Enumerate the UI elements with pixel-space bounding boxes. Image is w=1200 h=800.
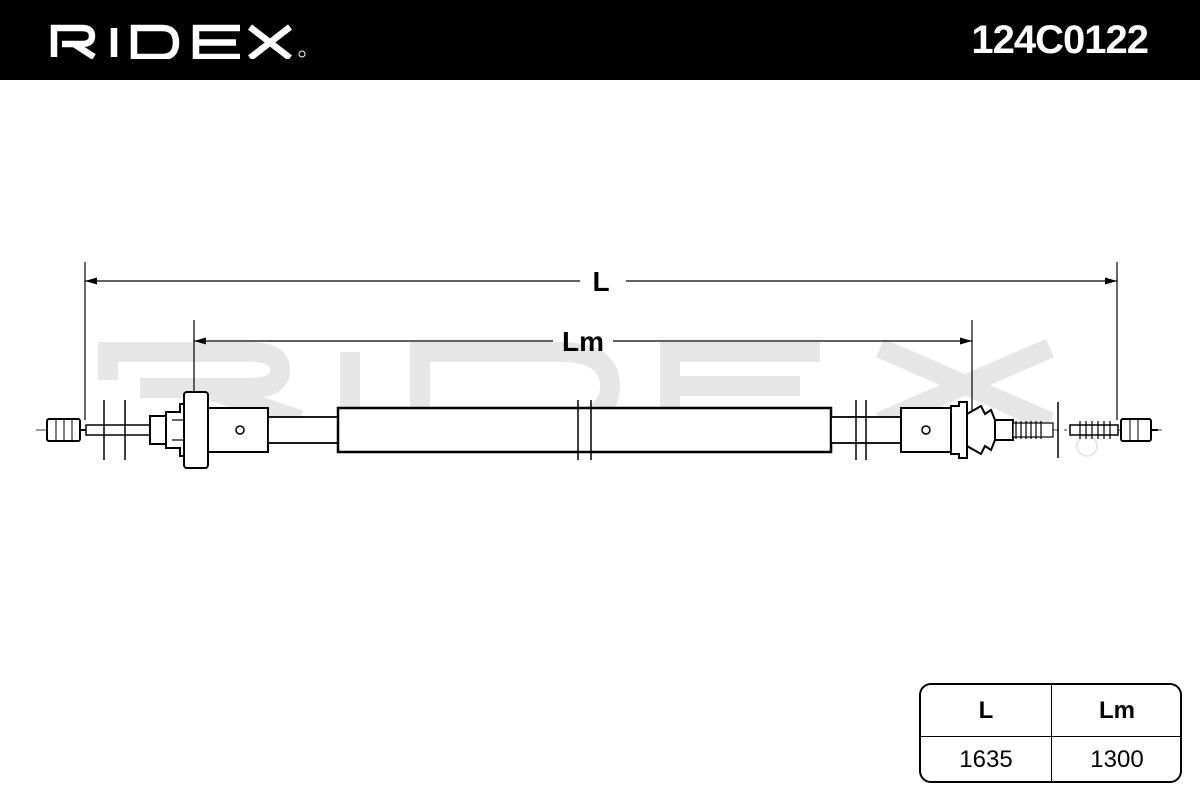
ridex-logo <box>50 24 306 59</box>
dimension-lm-label: Lm <box>562 326 604 357</box>
header-bar: 124C0122 <box>0 0 1200 80</box>
table-header-l: L <box>921 685 1052 737</box>
table-value-l: 1635 <box>921 737 1052 781</box>
part-number: 124C0122 <box>971 18 1149 62</box>
dimension-l-label: L <box>592 266 609 297</box>
table-header-lm: Lm <box>1052 685 1180 737</box>
spec-table: L Lm 1635 1300 <box>919 683 1182 783</box>
cable-drawing: L Lm <box>36 262 1162 469</box>
table-value-lm: 1300 <box>1090 746 1144 773</box>
brake-cable <box>36 391 1162 469</box>
dimension-l <box>85 277 1117 285</box>
dimension-lm <box>194 337 972 345</box>
